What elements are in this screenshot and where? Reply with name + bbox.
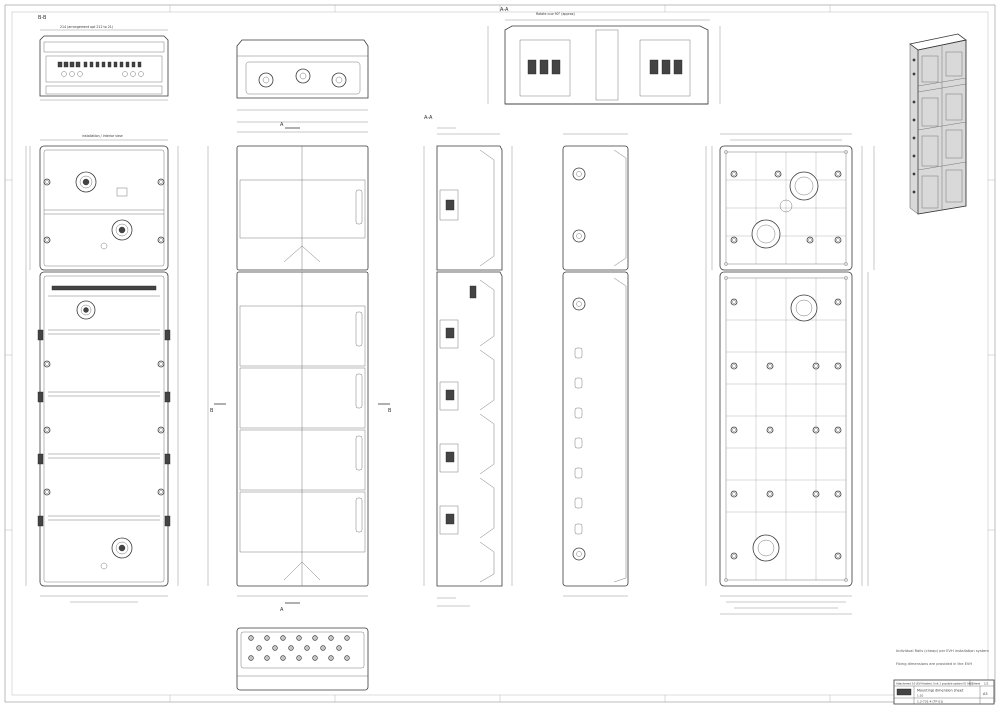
section-marker-a-top: A (280, 122, 284, 128)
section-marker-b-right: B (388, 408, 392, 414)
top-end-view (236, 39, 369, 111)
drawing-notes: Individual Rails (cheap) per EVH install… (896, 649, 989, 666)
isometric-view (909, 33, 967, 215)
title-block-format: A3 (983, 692, 987, 696)
section-label-a-a-side: A-A (424, 115, 433, 121)
bottom-end-view (236, 627, 369, 691)
gland-rosette (111, 219, 133, 241)
title-block-title: Mounting/ dimension sheet (917, 689, 964, 693)
interior-view: installation / interior view (25, 134, 179, 603)
front-view: A B B A (207, 121, 392, 613)
section-marker-b-left: B (210, 408, 214, 414)
title-block-sheet-label: Sheet (972, 682, 981, 686)
gland-rosette (76, 300, 96, 320)
section-view-a-a-rotated: A-A Rotate ccw 90° (approx) (487, 7, 721, 105)
note-line-2: Fixing dimensions are provided in the EV… (896, 662, 972, 666)
section-marker-a-bottom: A (280, 607, 284, 613)
title-block-drawing-number: 1.2-731-4 (TF-01) (917, 700, 943, 704)
rear-mounting-view (705, 133, 875, 615)
interior-view-note: installation / interior view (82, 134, 123, 138)
side-view (562, 133, 629, 597)
title-block: Attachment 10 (EVH tested, Unit 1 possib… (893, 679, 995, 705)
sheet-frame (4, 4, 996, 703)
section-view-b-b: B-B 214 (arrangement opt 212 to 21) (38, 15, 169, 101)
gland-rosette (111, 537, 133, 559)
section-view-a-a-side: A-A (423, 115, 513, 607)
title-block-sheet-number: 1/1 (984, 682, 989, 686)
rotation-note: Rotate ccw 90° (approx) (536, 12, 575, 16)
title-block-scale: 1:10 (917, 694, 924, 698)
section-label-a-a-top: A-A (500, 7, 509, 13)
title-block-revision-row: Attachment 10 (EVH tested, Unit 1 possib… (896, 682, 973, 686)
company-logo (896, 688, 912, 696)
top-dimension-note: 214 (arrangement opt 212 to 21) (60, 25, 113, 29)
note-line-1: Individual Rails (cheap) per EVH install… (896, 649, 989, 653)
gland-rosette (75, 171, 97, 193)
section-label-b-b: B-B (38, 15, 47, 21)
